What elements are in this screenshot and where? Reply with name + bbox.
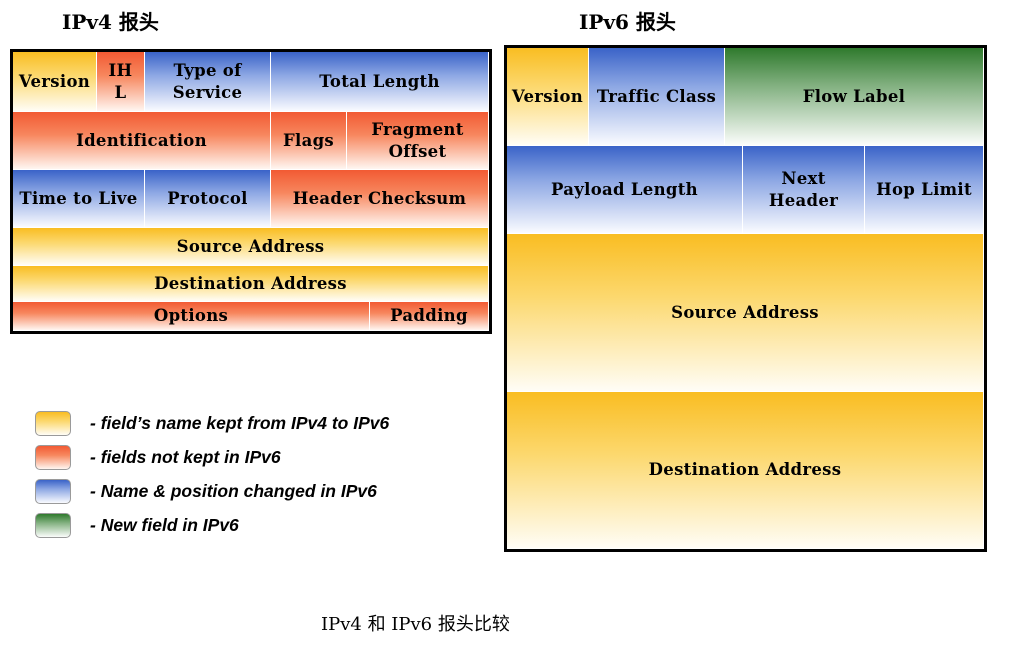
ipv4-options-field: Options — [13, 302, 370, 331]
figure-caption: IPv4 和 IPv6 报头比较 — [321, 614, 510, 635]
legend-item-new: - New field in IPv6 — [35, 511, 239, 539]
ipv4-padding-field: Padding — [370, 302, 489, 331]
legend-label-not-kept: - fields not kept in IPv6 — [90, 446, 281, 467]
ipv4-time-to-live-field: Time to Live — [13, 170, 145, 228]
ipv4-ihl-field: IH L — [97, 52, 145, 112]
legend-item-not-kept: - fields not kept in IPv6 — [35, 443, 281, 471]
ipv6-hop-limit-field: Hop Limit — [865, 146, 984, 234]
ipv4-header-table: Version IH L Type of Service Total Lengt… — [10, 49, 492, 334]
legend-swatch-red — [35, 444, 71, 470]
legend-label-kept: - field’s name kept from IPv4 to IPv6 — [90, 412, 390, 433]
ipv6-version-field: Version — [507, 48, 589, 146]
legend-label-changed: - Name & position changed in IPv6 — [90, 480, 377, 501]
ipv4-header-checksum-field: Header Checksum — [271, 170, 489, 228]
ipv4-title: IPv4 报头 — [62, 10, 159, 34]
legend-swatch-blue — [35, 478, 71, 504]
ipv4-destination-address-field: Destination Address — [13, 266, 489, 302]
legend-label-new: - New field in IPv6 — [90, 514, 239, 535]
legend-swatch-green — [35, 512, 71, 538]
ipv4-protocol-field: Protocol — [145, 170, 271, 228]
ipv4-type-of-service-field: Type of Service — [145, 52, 271, 112]
ipv6-flow-label-field: Flow Label — [725, 48, 984, 146]
legend-item-kept: - field’s name kept from IPv4 to IPv6 — [35, 409, 389, 437]
ipv6-traffic-class-field: Traffic Class — [589, 48, 725, 146]
ipv4-source-address-field: Source Address — [13, 228, 489, 266]
ipv6-header-table: Version Traffic Class Flow Label Payload… — [504, 45, 987, 552]
ipv4-version-field: Version — [13, 52, 97, 112]
ipv4-total-length-field: Total Length — [271, 52, 489, 112]
ipv6-destination-address-field: Destination Address — [507, 392, 984, 549]
ipv4-fragment-offset-field: Fragment Offset — [347, 112, 489, 170]
legend-swatch-yellow — [35, 410, 71, 436]
legend-item-changed: - Name & position changed in IPv6 — [35, 477, 377, 505]
ipv4-identification-field: Identification — [13, 112, 271, 170]
ipv6-title: IPv6 报头 — [579, 10, 676, 34]
ipv6-payload-length-field: Payload Length — [507, 146, 743, 234]
ipv6-source-address-field: Source Address — [507, 234, 984, 392]
ipv4-flags-field: Flags — [271, 112, 347, 170]
ipv6-next-header-field: Next Header — [743, 146, 865, 234]
